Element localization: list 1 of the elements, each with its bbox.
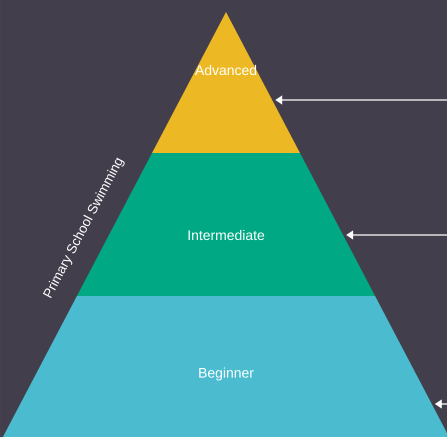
pyramid-tier: Advanced: [152, 12, 300, 153]
